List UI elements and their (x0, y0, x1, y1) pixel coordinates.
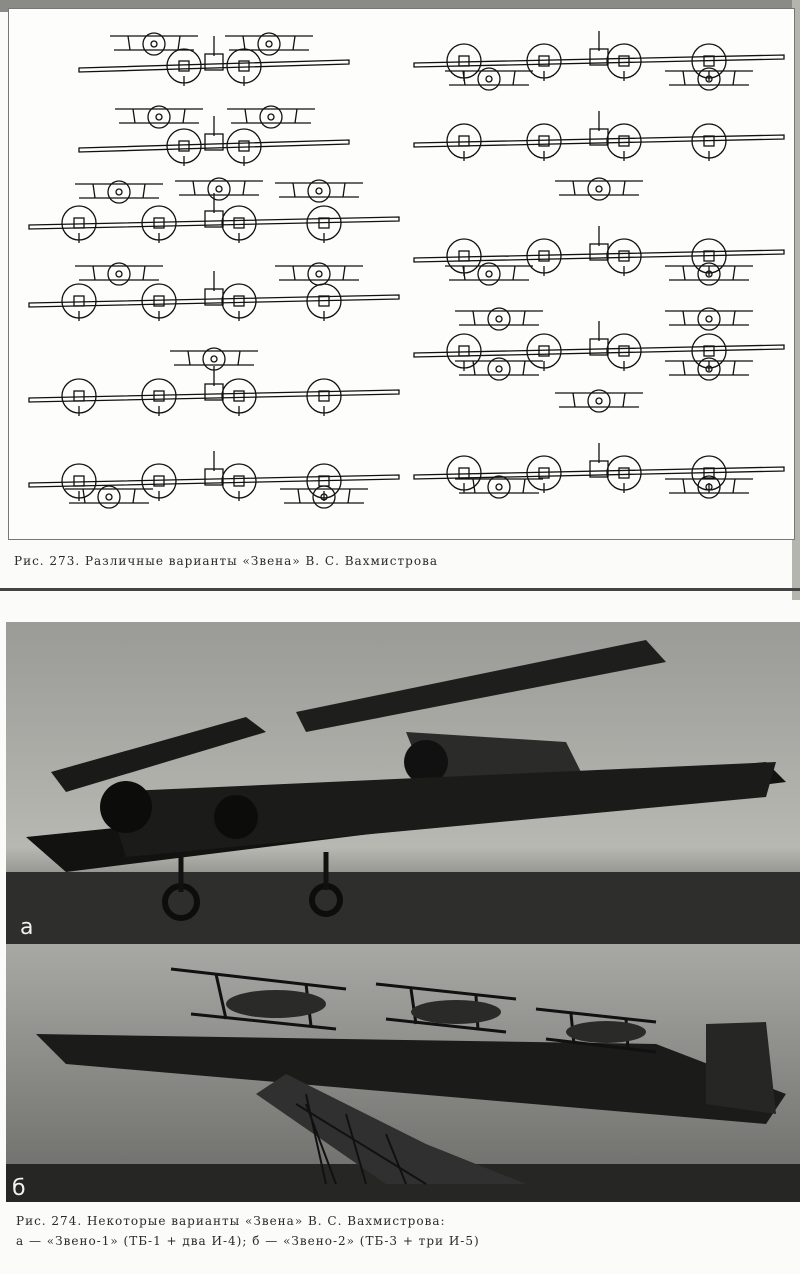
aircraft-variants-diagram (28, 31, 785, 509)
figure-273-caption: Рис. 273. Различные варианты «Звена» В. … (14, 554, 438, 568)
figure-274-caption-line2: а — «Звено-1» (ТБ-1 + два И-4); б — «Зве… (16, 1234, 480, 1248)
photo-a-label: а (20, 915, 34, 940)
photo-b-label: б (12, 1176, 26, 1201)
page-divider (0, 588, 800, 591)
scan-right-edge (792, 0, 800, 600)
photo-b-zveno-2 (6, 944, 800, 1202)
figure-274-caption-line1: Рис. 274. Некоторые варианты «Звена» В. … (16, 1214, 446, 1228)
figure-273-drawings (8, 8, 795, 540)
photo-a-zveno-1 (6, 622, 800, 944)
